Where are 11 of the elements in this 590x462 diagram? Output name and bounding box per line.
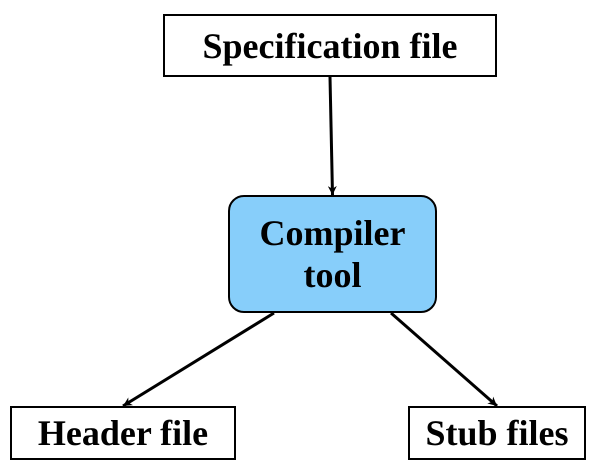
process-box	[228, 195, 437, 313]
process-box	[163, 14, 497, 77]
box-label: Specification file	[202, 24, 458, 66]
arrow	[328, 76, 337, 196]
arrow	[390, 312, 498, 408]
process-box	[10, 406, 236, 460]
arrow	[122, 312, 275, 408]
box-label: Stub files	[424, 412, 570, 454]
process-box	[408, 406, 586, 460]
box-label: Compiler tool	[258, 212, 406, 296]
box-label: Header file	[36, 412, 210, 454]
